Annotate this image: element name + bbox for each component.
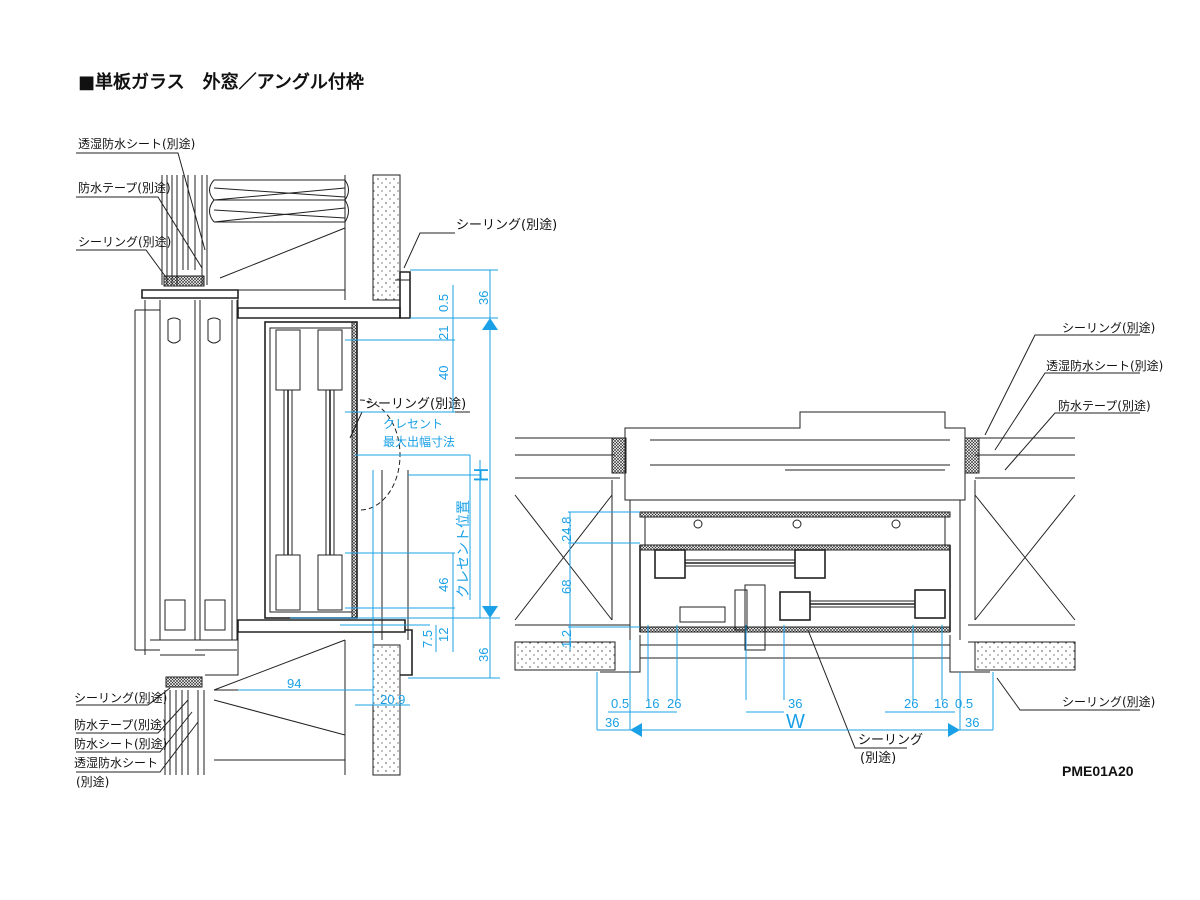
label-sealing-top-right: シーリング(別途) — [456, 217, 557, 233]
gypsum-board-bottom — [372, 644, 401, 776]
vertical-dimension-lines — [238, 269, 500, 706]
dim-left-16: 16 — [645, 696, 659, 711]
vertical-dimension-texts: 0.5 36 21 40 H クレセント位置 46 7.5 12 36 94 2… — [287, 291, 493, 707]
label-sealing-top-left: シーリング(別途) — [78, 234, 171, 249]
horizontal-section: シーリング(別途) 透湿防水シート(別途) 防水テープ(別途) シーリング(別途… — [514, 320, 1163, 766]
label-crescent-max-width: 最大出幅寸法 — [383, 434, 455, 449]
window-sashes — [264, 321, 409, 640]
dim-crescent-position: クレセント位置 — [455, 500, 471, 598]
label-moisture-sheet-bottom: 透湿防水シート — [74, 755, 158, 770]
label-sealing-top: シーリング(別途) — [1062, 320, 1155, 335]
dim-68: 68 — [559, 580, 574, 594]
label-sealing-bottom: シーリング(別途) — [74, 690, 167, 705]
label-waterproof-sheet-bottom: 防水シート(別途) — [74, 736, 167, 751]
drawing-code: PME01A20 — [1062, 763, 1134, 779]
dim-left-0-5: 0.5 — [611, 696, 629, 711]
label-moisture-sheet-top: 透湿防水シート(別途) — [78, 136, 195, 151]
dim-left-26: 26 — [667, 696, 681, 711]
dim-7-5: 7.5 — [420, 630, 435, 648]
label-moisture-sheet: 透湿防水シート(別途) — [1046, 358, 1163, 373]
leader-lines-right — [807, 334, 1140, 749]
screen-housing — [624, 411, 966, 501]
frame-box — [600, 511, 990, 673]
dim-36-bottom: 36 — [476, 648, 491, 662]
dim-20-9: 20.9 — [380, 692, 405, 707]
dim-12: 12 — [436, 628, 451, 642]
sealing-top — [163, 275, 205, 287]
vertical-section: 透湿防水シート(別途) 防水テープ(別途) シーリング(別途) シーリング(別途… — [74, 136, 557, 789]
label-sealing-mid: シーリング(別途) — [365, 396, 466, 412]
sealing-bottom — [165, 676, 203, 688]
dim-0-5: 0.5 — [436, 294, 451, 312]
dim-right-26: 26 — [904, 696, 918, 711]
label-waterproof-tape-top: 防水テープ(別途) — [78, 180, 171, 195]
sill-frame — [150, 619, 413, 676]
dim-right-16: 16 — [934, 696, 948, 711]
dim-W: W — [786, 711, 805, 733]
dim-right-0-5: 0.5 — [955, 696, 973, 711]
dim-40: 40 — [436, 366, 451, 380]
dim-24-8: 24.8 — [559, 517, 574, 542]
head-frame — [141, 271, 411, 319]
label-waterproof-tape-bottom: 防水テープ(別途) — [74, 717, 167, 732]
dim-center-36: 36 — [788, 696, 802, 711]
gypsum-board-top — [372, 174, 401, 301]
dim-1-2: 1.2 — [559, 630, 574, 648]
label-crescent: クレセント — [383, 417, 443, 431]
page-title: ■単板ガラス 外窓／アングル付枠 — [78, 71, 364, 93]
label-moisture-sheet-bottom-note: (別途) — [76, 774, 109, 789]
insulation-top — [209, 175, 349, 300]
exterior-screen — [134, 300, 238, 655]
horizontal-dimension-lines — [568, 511, 994, 737]
dim-H: H — [471, 468, 493, 482]
dim-46: 46 — [436, 578, 451, 592]
label-sealing-center: シーリング — [858, 733, 923, 748]
dim-right-36: 36 — [965, 715, 979, 730]
wall-layers — [514, 437, 1076, 671]
label-waterproof-tape: 防水テープ(別途) — [1058, 398, 1151, 413]
label-sealing-right: シーリング(別途) — [1062, 694, 1155, 709]
dim-94: 94 — [287, 676, 301, 691]
dim-21: 21 — [436, 326, 451, 340]
dim-36-top: 36 — [476, 291, 491, 305]
label-sealing-center-note: (別途) — [860, 750, 896, 766]
dim-left-36: 36 — [605, 715, 619, 730]
insulation-bottom — [213, 639, 346, 775]
horizontal-dimension-texts: 24.8 68 1.2 0.5 16 26 36 36 W 26 16 0.5 … — [559, 517, 979, 733]
